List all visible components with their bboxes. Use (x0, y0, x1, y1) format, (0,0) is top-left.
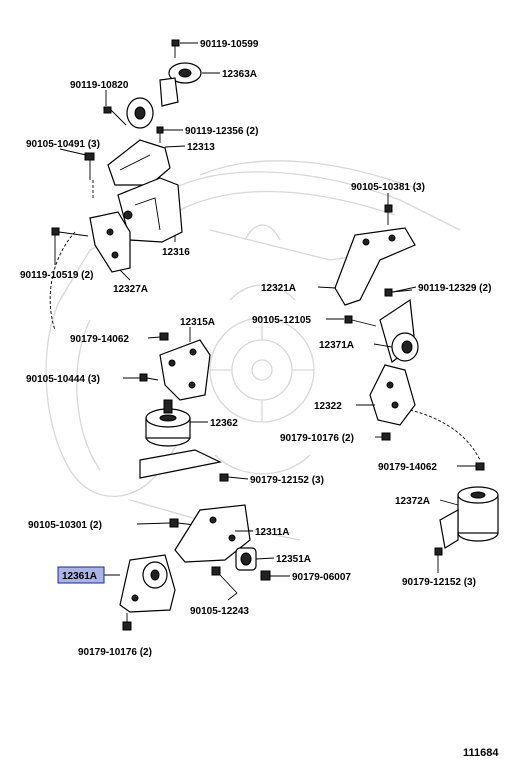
bolt-12105-part (344, 315, 377, 327)
label-bracket-12321a: 12321A (261, 283, 296, 294)
label-nut-06007: 90179-06007 (292, 572, 351, 583)
bolt-10381-part (384, 204, 393, 225)
watermark-emblem (209, 224, 315, 475)
mount-12363a-part (126, 62, 202, 129)
mount-12372a-part (439, 486, 499, 549)
bolt-12243-part (211, 566, 238, 594)
bracket-12322-part (369, 364, 416, 426)
label-bolt-10381: 90105-10381 (3) (351, 182, 425, 193)
reference-dashes (49, 180, 481, 461)
label-bracket-12311a: 12311A (255, 527, 289, 538)
bracket-12315a-part (159, 339, 211, 401)
label-bolt-10301: 90105-10301 (2) (28, 520, 102, 531)
label-mount-12372a: 12372A (395, 496, 430, 507)
label-bolt-10444: 90105-10444 (3) (26, 374, 100, 385)
label-bolt-10820: 90119-10820 (70, 80, 129, 91)
label-bolt-10599: 90119-10599 (200, 39, 259, 50)
mount-12361a-part (119, 554, 176, 613)
bolt-10599-part (171, 39, 180, 58)
nut-12152-right-part (434, 547, 443, 556)
label-mount-12371a: 12371A (319, 340, 354, 351)
label-mount-12351a: 12351A (276, 554, 311, 565)
label-nut-10176-bottom: 90179-10176 (2) (78, 647, 152, 658)
nut-10176-right-part (381, 432, 391, 441)
label-bolt-12243: 90105-12243 (190, 606, 249, 617)
nut-14062-left-part (159, 332, 169, 341)
bolt-10491-part (84, 152, 95, 180)
part-labels: 90119-10599 12363A 90119-10820 90119-123… (20, 39, 491, 658)
leader-lines (54, 42, 476, 601)
nut-06007-part (260, 570, 271, 581)
nut-14062-right-part (475, 462, 485, 471)
label-bracket-12327a: 12327A (113, 284, 148, 295)
nut-12152-center-part (219, 473, 229, 482)
label-nut-12152-center: 90179-12152 (3) (250, 475, 324, 486)
bolt-10444-part (139, 373, 159, 382)
bolt-12329-part (384, 288, 413, 297)
label-bracket-12315a: 12315A (180, 317, 215, 328)
label-bolt-10519: 90119-10519 (2) (20, 270, 93, 281)
bracket-12321a-part (334, 227, 416, 306)
figure-number: 111684 (463, 747, 499, 759)
bracket-12313-part (107, 139, 171, 186)
bolt-10820-part (103, 106, 127, 126)
label-bolt-12329: 90119-12329 (2) (418, 283, 491, 294)
highlight-callout-12361a[interactable]: 12361A (57, 566, 105, 584)
bracket-12311a-part (174, 504, 251, 563)
mount-12351a-part (235, 547, 257, 571)
mount-12362-part (139, 399, 222, 479)
mount-12371a-part (379, 298, 419, 363)
nut-10176-bottom-part (122, 613, 132, 631)
label-bracket-12313: 12313 (187, 142, 215, 153)
label-nut-14062-left: 90179-14062 (70, 334, 129, 345)
label-bolt-12356: 90119-12356 (2) (185, 126, 258, 137)
label-nut-10176-right: 90179-10176 (2) (280, 433, 354, 444)
label-mount-12361a[interactable]: 12361A (62, 571, 97, 582)
label-mount-12363a: 12363A (222, 69, 257, 80)
bracket-12327a-part (89, 211, 131, 273)
bolt-10519-part (51, 227, 89, 237)
label-nut-12152-right: 90179-12152 (3) (402, 577, 476, 588)
label-bolt-10491: 90105-10491 (3) (26, 139, 100, 150)
engine-outline (45, 160, 461, 541)
label-bolt-12105: 90105-12105 (252, 315, 311, 326)
label-bracket-12322: 12322 (314, 401, 342, 412)
label-nut-14062-right: 90179-14062 (378, 462, 437, 473)
label-mount-12362: 12362 (210, 418, 238, 429)
label-bracket-12316: 12316 (162, 247, 190, 258)
bolt-12356-part (156, 126, 164, 143)
